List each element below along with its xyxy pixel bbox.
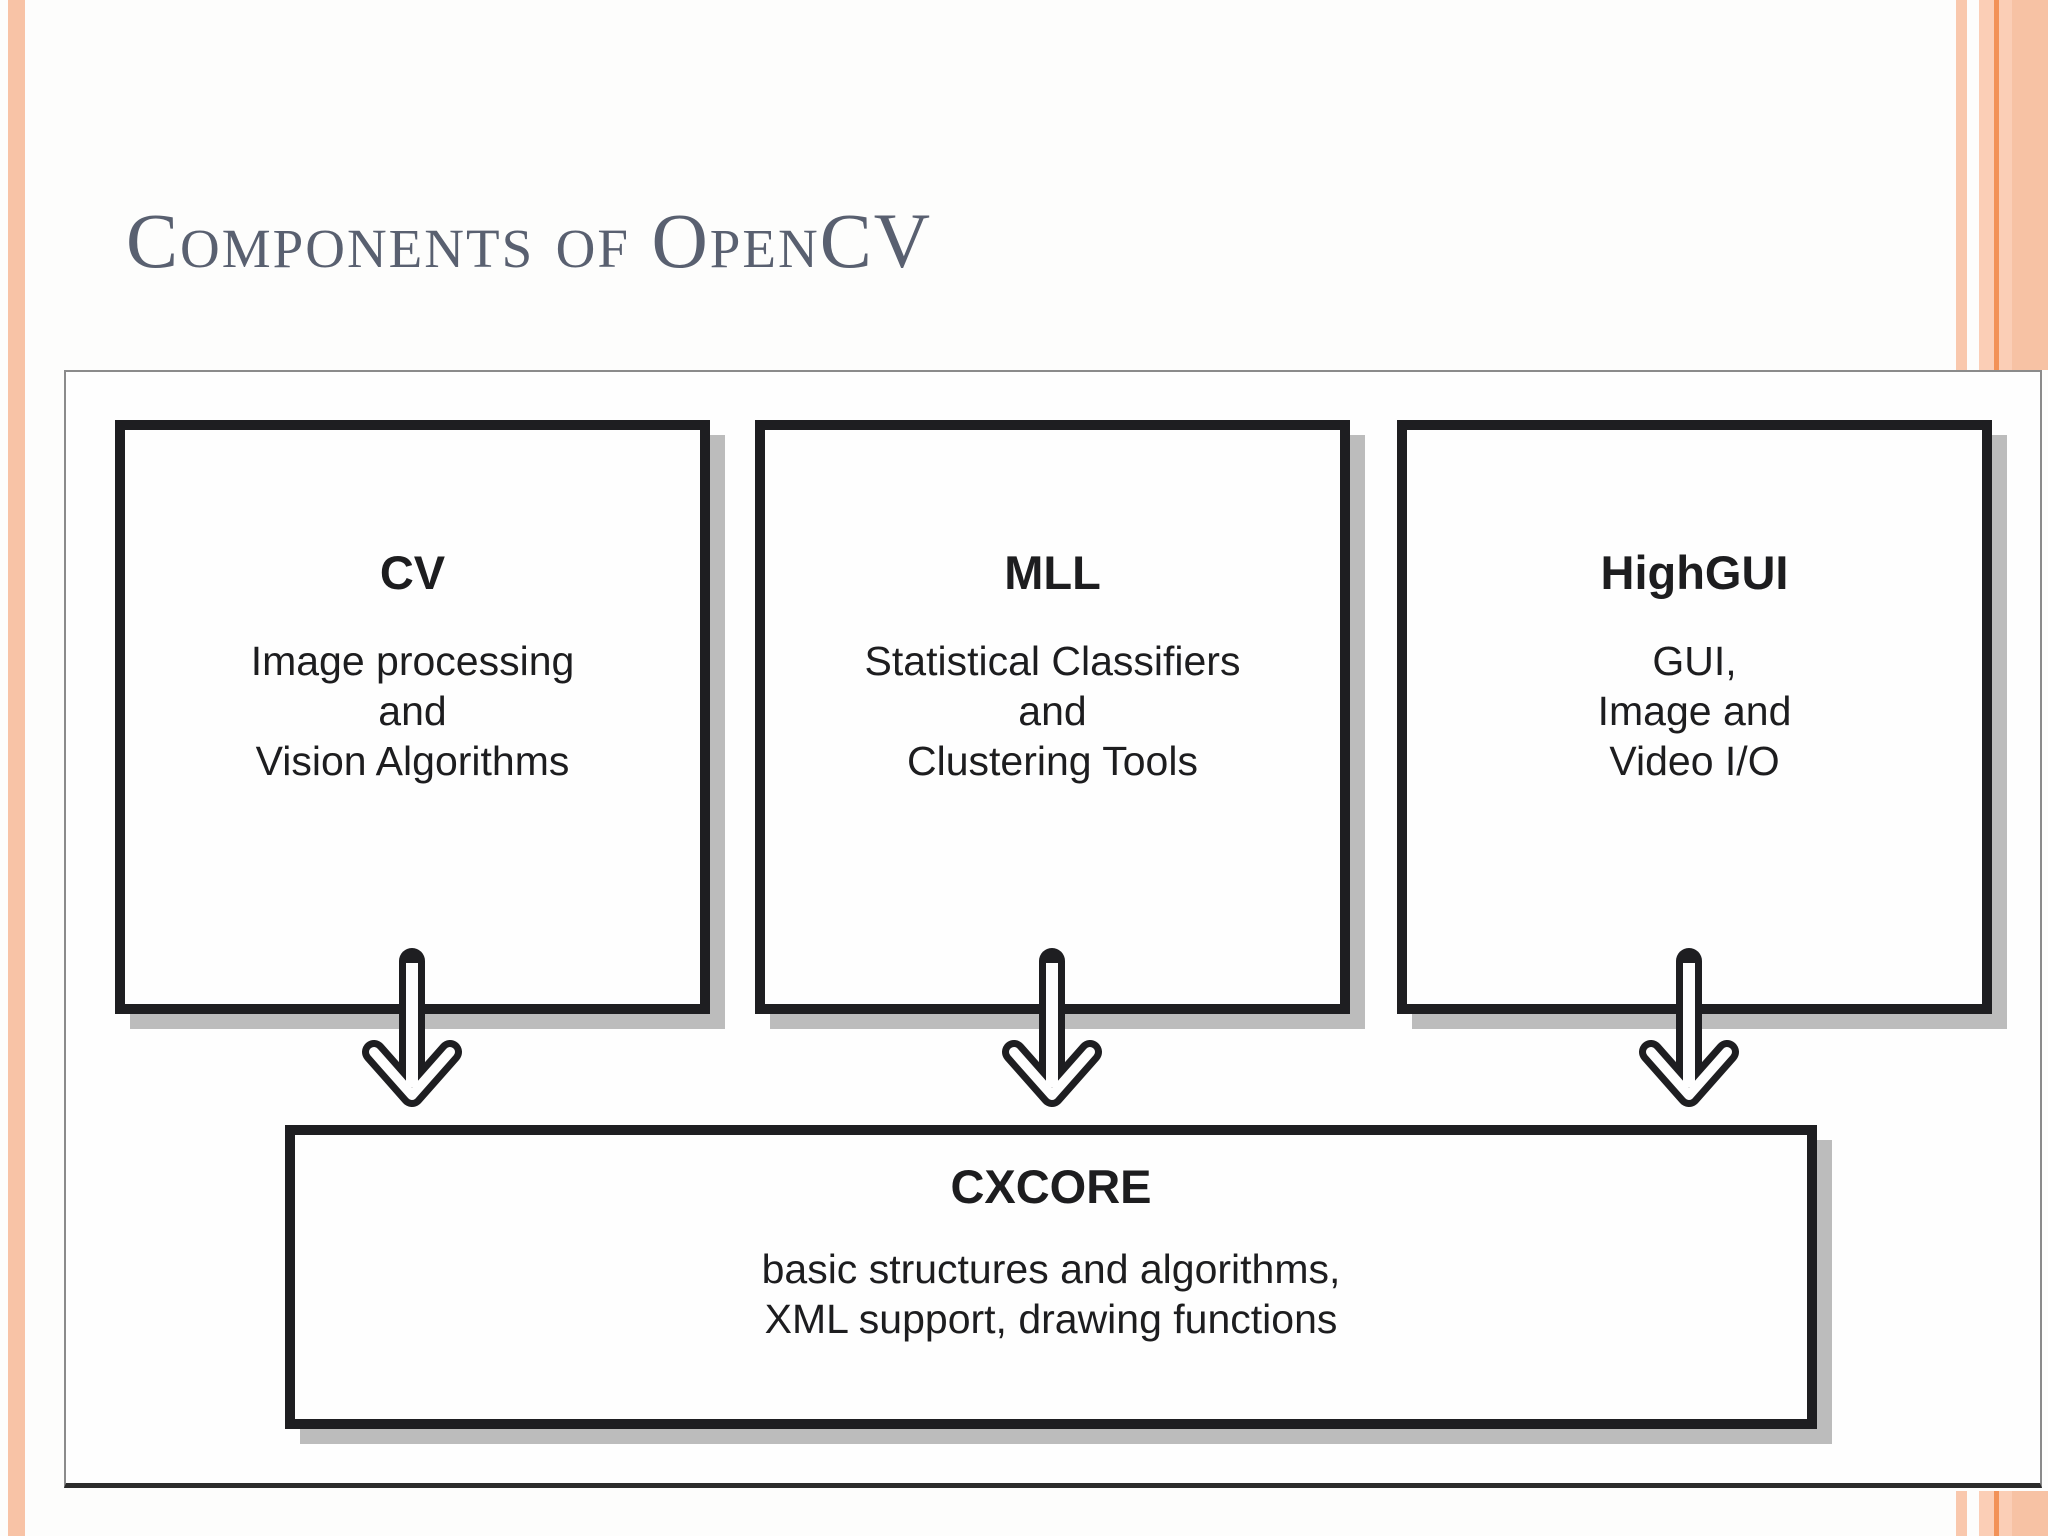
module-box-highgui: HighGUI GUI, Image and Video I/O — [1397, 420, 1992, 1014]
desc-line: Image processing — [250, 638, 575, 684]
desc-line: basic structures and algorithms, — [761, 1246, 1341, 1292]
accent-stripe-deep — [2012, 1491, 2048, 1536]
desc-line: Statistical Classifiers — [864, 638, 1241, 684]
down-arrow-icon — [1639, 948, 1739, 1107]
accent-stripe-orange-line — [1994, 0, 1999, 370]
desc-line: Vision Algorithms — [255, 738, 570, 785]
desc-line: and — [1018, 688, 1087, 735]
desc-line: Video I/O — [1609, 738, 1780, 785]
module-title-cv: CV — [379, 546, 446, 599]
diagram-frame: CV Image processing and Vision Algorithm… — [64, 370, 2042, 1488]
right-accent-stripes-bottom — [1956, 1491, 2048, 1536]
accent-stripe-thin — [1956, 0, 1967, 370]
module-title-highgui: HighGUI — [1600, 546, 1789, 599]
accent-stripe-thin — [1956, 1491, 1967, 1536]
module-desc-cv: Image processing and Vision Algorithms — [125, 636, 700, 786]
desc-line: and — [378, 688, 447, 735]
module-box-cv: CV Image processing and Vision Algorithm… — [115, 420, 710, 1014]
core-box-cxcore: CXCORE basic structures and algorithms, … — [285, 1125, 1817, 1429]
desc-line: Clustering Tools — [907, 738, 1198, 785]
down-arrow-icon — [1002, 948, 1102, 1107]
slide-title: Components of OpenCV — [126, 197, 933, 284]
module-box-mll: MLL Statistical Classifiers and Clusteri… — [755, 420, 1350, 1014]
module-desc-mll: Statistical Classifiers and Clustering T… — [765, 636, 1340, 786]
accent-stripe-orange-line — [1994, 1491, 1999, 1536]
core-title-cxcore: CXCORE — [950, 1160, 1152, 1213]
desc-line: Image and — [1597, 688, 1792, 735]
core-desc-cxcore: basic structures and algorithms, XML sup… — [295, 1244, 1807, 1344]
right-accent-stripes-top — [1956, 0, 2048, 370]
desc-line: XML support, drawing functions — [764, 1296, 1338, 1343]
module-desc-highgui: GUI, Image and Video I/O — [1407, 636, 1982, 786]
accent-stripe-deep — [2012, 0, 2048, 370]
down-arrow-icon — [362, 948, 462, 1107]
left-accent-stripe — [8, 0, 25, 1536]
desc-line: GUI, — [1652, 638, 1737, 684]
module-title-mll: MLL — [1004, 546, 1101, 599]
